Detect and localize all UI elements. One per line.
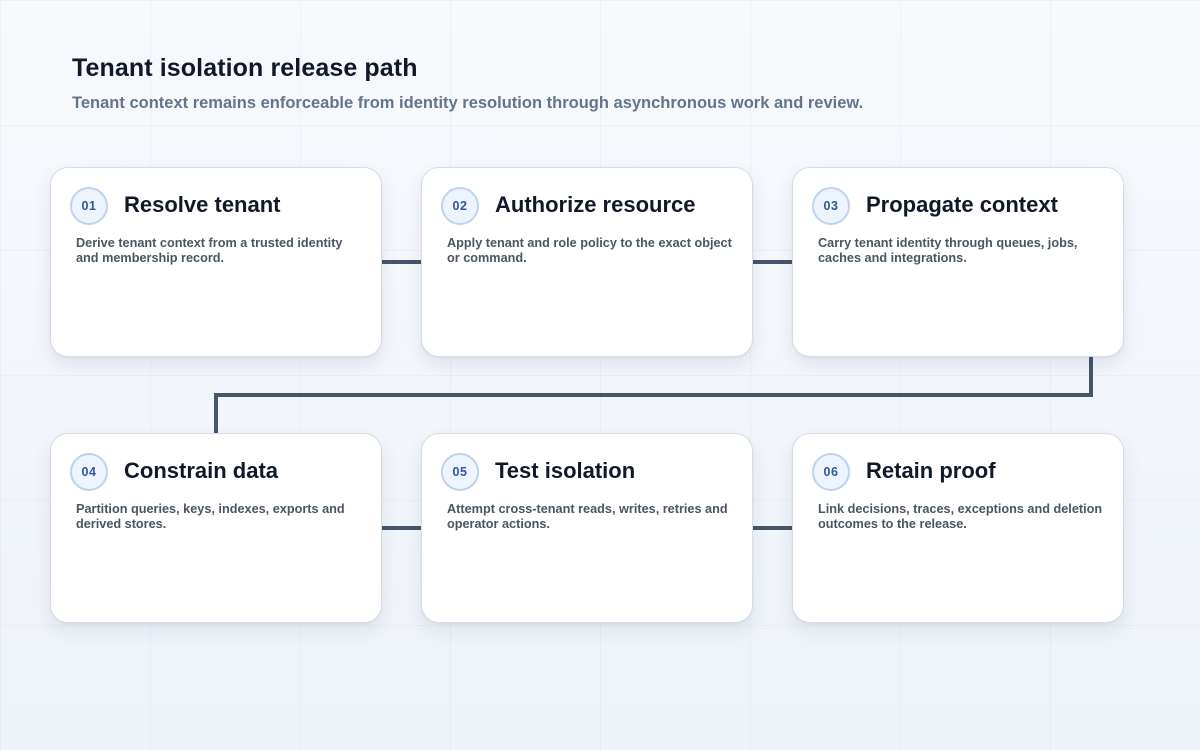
step-card-test-isolation: 05 Test isolation Attempt cross-tenant r… [421, 433, 753, 623]
step-card-resolve-tenant: 01 Resolve tenant Derive tenant context … [50, 167, 382, 357]
step-number-badge: 03 [812, 187, 850, 225]
page-subtitle: Tenant context remains enforceable from … [72, 94, 864, 112]
step-card-propagate-context: 03 Propagate context Carry tenant identi… [792, 167, 1124, 357]
step-title: Propagate context [866, 192, 1058, 217]
step-description: Apply tenant and role policy to the exac… [447, 236, 732, 265]
step-description: Derive tenant context from a trusted ide… [76, 236, 343, 265]
step-card-authorize-resource: 02 Authorize resource Apply tenant and r… [421, 167, 753, 357]
step-number-badge: 01 [70, 187, 108, 225]
step-number-badge: 05 [441, 453, 479, 491]
step-number-badge: 02 [441, 187, 479, 225]
step-number-badge: 06 [812, 453, 850, 491]
step-title: Authorize resource [495, 192, 696, 217]
step-title: Test isolation [495, 458, 636, 483]
step-description: Attempt cross-tenant reads, writes, retr… [447, 502, 728, 531]
step-card-constrain-data: 04 Constrain data Partition queries, key… [50, 433, 382, 623]
step-description: Link decisions, traces, exceptions and d… [818, 502, 1103, 531]
step-description: Partition queries, keys, indexes, export… [76, 502, 345, 531]
page-title: Tenant isolation release path [72, 54, 418, 82]
header: Tenant isolation release path Tenant con… [72, 51, 1132, 114]
connector-03-04 [214, 356, 1093, 435]
step-title: Resolve tenant [124, 192, 281, 217]
step-description: Carry tenant identity through queues, jo… [818, 236, 1078, 265]
step-title: Constrain data [124, 458, 279, 483]
step-card-retain-proof: 06 Retain proof Link decisions, traces, … [792, 433, 1124, 623]
step-number-badge: 04 [70, 453, 108, 491]
step-title: Retain proof [866, 458, 996, 483]
